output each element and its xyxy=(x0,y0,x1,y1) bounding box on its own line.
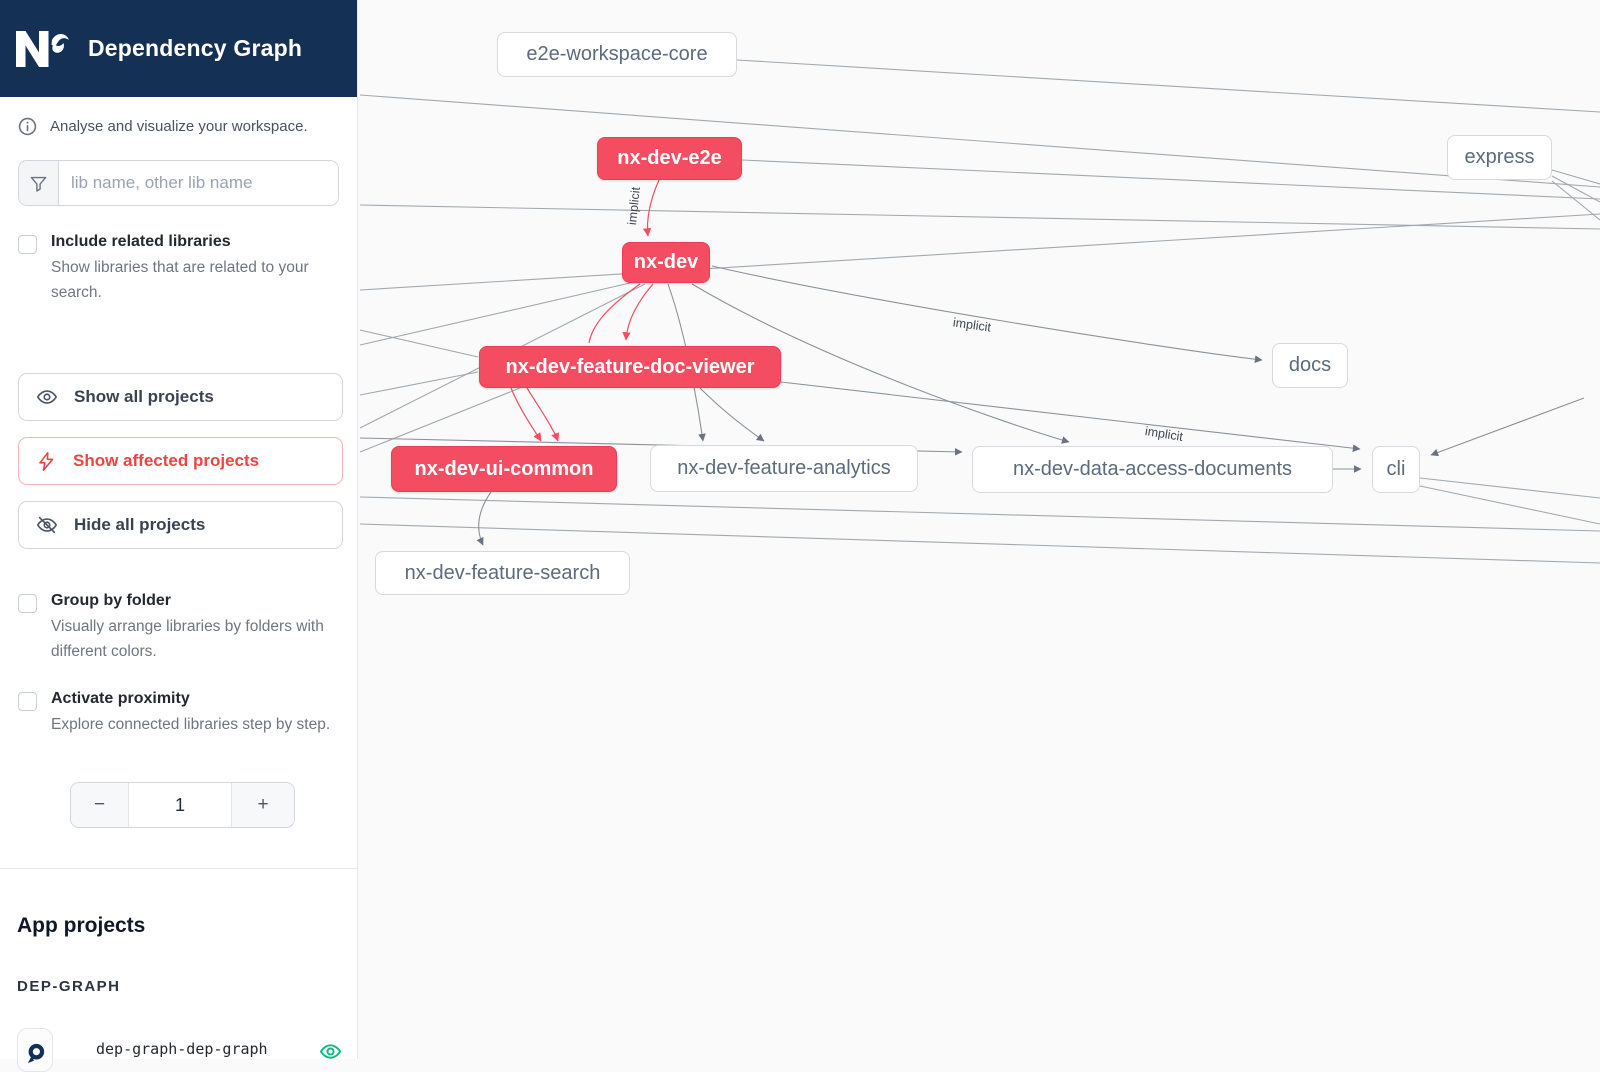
checkbox-description: Show libraries that are related to your … xyxy=(51,255,339,305)
include-related-checkbox[interactable] xyxy=(18,235,37,254)
show-affected-projects-button[interactable]: Show affected projects xyxy=(18,437,343,485)
checkbox-row-activate-proximity: Activate proximity Explore connected lib… xyxy=(0,690,348,737)
show-all-projects-button[interactable]: Show all projects xyxy=(18,373,343,421)
info-icon xyxy=(18,117,37,136)
checkbox-row-group-by-folder: Group by folder Visually arrange librari… xyxy=(0,592,357,664)
graph-node-nx-dev-feature-analytics[interactable]: nx-dev-feature-analytics xyxy=(650,445,918,492)
button-label: Show all projects xyxy=(74,387,214,407)
checkbox-label: Include related libraries xyxy=(51,233,339,251)
checkbox-row-include-related: Include related libraries Show libraries… xyxy=(0,233,357,305)
node-label: nx-dev-ui-common xyxy=(415,458,594,481)
checkbox-description: Visually arrange libraries by folders wi… xyxy=(51,614,339,664)
node-label: docs xyxy=(1289,354,1331,377)
project-name: dep-graph-dep-graph xyxy=(96,1040,268,1058)
stepper-value[interactable]: 1 xyxy=(129,783,231,827)
graph-node-cli[interactable]: cli xyxy=(1372,446,1420,493)
tagline-row: Analyse and visualize your workspace. xyxy=(0,97,357,136)
stepper-increment-button[interactable]: + xyxy=(231,783,294,827)
dep-graph-section-label: DEP-GRAPH xyxy=(17,978,121,995)
graph-node-express[interactable]: express xyxy=(1447,135,1552,180)
node-label: express xyxy=(1464,146,1534,169)
hide-all-projects-button[interactable]: Hide all projects xyxy=(18,501,343,549)
filter-icon xyxy=(19,161,59,205)
node-label: e2e-workspace-core xyxy=(526,43,707,66)
proximity-depth-stepper: − 1 + xyxy=(70,782,295,828)
app-projects-heading: App projects xyxy=(17,914,145,938)
graph-node-nx-dev-feature-search[interactable]: nx-dev-feature-search xyxy=(375,551,630,595)
tagline-text: Analyse and visualize your workspace. xyxy=(50,118,308,135)
stepper-decrement-button[interactable]: − xyxy=(71,783,129,827)
graph-node-docs[interactable]: docs xyxy=(1272,343,1348,388)
group-by-folder-checkbox[interactable] xyxy=(18,594,37,613)
search-box xyxy=(18,160,339,206)
eye-icon xyxy=(36,386,58,408)
lightning-icon xyxy=(36,451,57,472)
node-label: cli xyxy=(1387,458,1406,481)
graph-node-e2e-workspace-core[interactable]: e2e-workspace-core xyxy=(497,32,737,77)
button-label: Show affected projects xyxy=(73,451,259,471)
graph-node-nx-dev-feature-doc-viewer[interactable]: nx-dev-feature-doc-viewer xyxy=(479,346,781,388)
checkbox-description: Explore connected libraries step by step… xyxy=(51,712,330,737)
node-label: nx-dev-feature-doc-viewer xyxy=(506,356,755,379)
node-label: nx-dev-feature-analytics xyxy=(677,457,890,480)
graph-node-nx-dev-e2e[interactable]: nx-dev-e2e xyxy=(597,137,742,180)
eye-off-icon xyxy=(36,514,58,536)
graph-node-nx-dev-data-access-documents[interactable]: nx-dev-data-access-documents xyxy=(972,446,1333,493)
graph-node-nx-dev-ui-common[interactable]: nx-dev-ui-common xyxy=(391,446,617,492)
nx-logo xyxy=(16,31,70,67)
graph-node-nx-dev[interactable]: nx-dev xyxy=(622,242,710,283)
app-title: Dependency Graph xyxy=(88,35,302,62)
app-header: Dependency Graph xyxy=(0,0,357,97)
search-input[interactable] xyxy=(59,161,338,205)
project-row-dep-graph: dep-graph-dep-graph xyxy=(17,1028,342,1072)
node-label: nx-dev xyxy=(634,251,698,274)
node-label: nx-dev-feature-search xyxy=(405,562,601,585)
sidebar-divider xyxy=(0,868,358,869)
focus-project-button[interactable] xyxy=(17,1028,53,1072)
checkbox-label: Activate proximity xyxy=(51,690,330,708)
activate-proximity-checkbox[interactable] xyxy=(18,692,37,711)
node-label: nx-dev-e2e xyxy=(617,147,722,170)
project-visibility-eye-icon[interactable] xyxy=(319,1040,342,1063)
button-label: Hide all projects xyxy=(74,515,205,535)
node-label: nx-dev-data-access-documents xyxy=(1013,458,1292,481)
sidebar: Dependency Graph Analyse and visualize y… xyxy=(0,0,358,1059)
checkbox-label: Group by folder xyxy=(51,592,339,610)
focus-icon xyxy=(24,1042,46,1066)
